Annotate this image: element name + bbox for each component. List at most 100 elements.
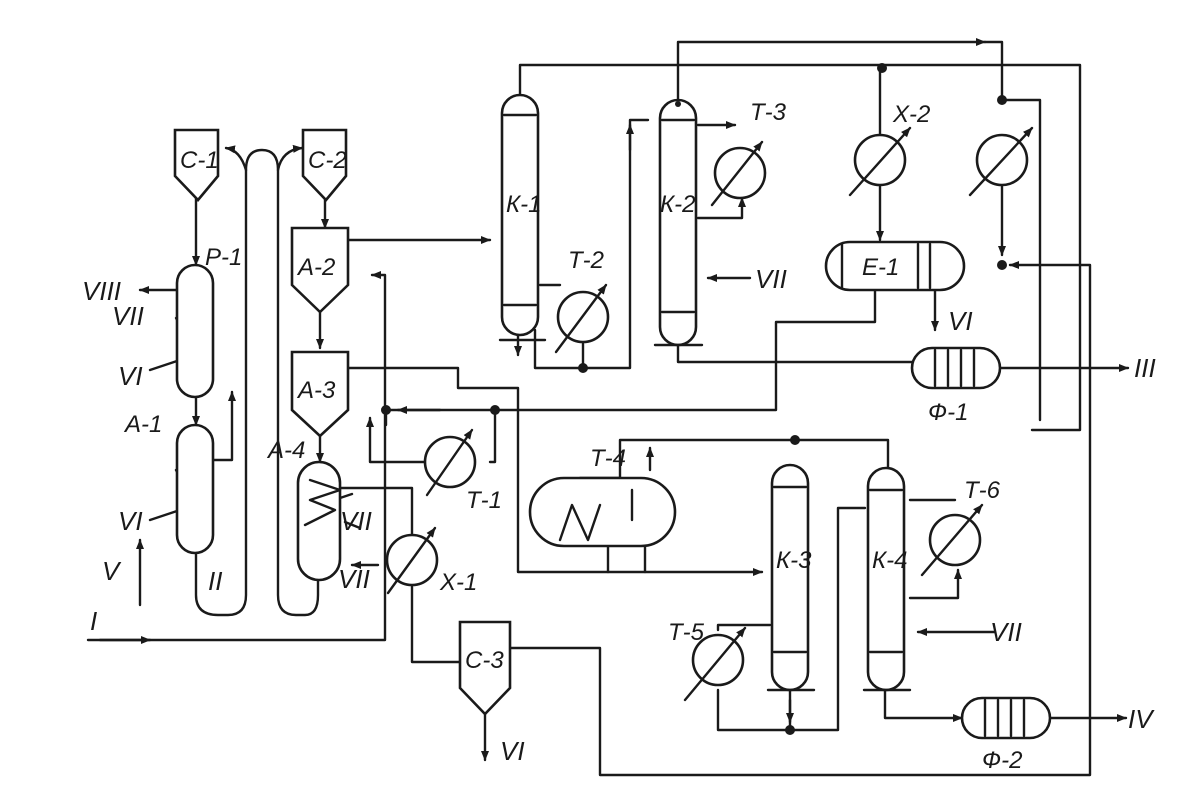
- junction-a3-return: [381, 405, 391, 415]
- adsorber-a1: [175, 423, 215, 555]
- heat-exchanger-t6: [920, 503, 984, 577]
- label-x1: Х-1: [439, 569, 477, 596]
- t4-overhead-line: [578, 438, 890, 480]
- label-p1: Р-1: [205, 244, 242, 271]
- stream-label-viii: VIII: [82, 276, 121, 306]
- stream-label-vi-p1: VI: [118, 361, 143, 391]
- t6-return: [908, 568, 962, 600]
- column-k3: [766, 463, 816, 692]
- stream-label-vii-k4: VII: [990, 617, 1022, 647]
- reactor-p1: [175, 263, 215, 399]
- separator-c2: [301, 128, 348, 202]
- stream-label-vi-c3: VI: [500, 736, 525, 766]
- stream-label-i: I: [90, 606, 97, 636]
- stream-label-vii-p1: VII: [112, 301, 144, 331]
- label-k3: К-3: [776, 547, 812, 574]
- k2-to-f1-line: [676, 343, 914, 364]
- label-f2: Ф-2: [982, 747, 1022, 774]
- t1-loop-line: [488, 408, 497, 464]
- t5-bottom-line: [716, 688, 792, 732]
- cooler-unlabeled: [968, 126, 1034, 197]
- a4-coil-end: [338, 492, 354, 500]
- furnace-t4: [528, 476, 677, 548]
- desorber-a4: [296, 460, 342, 582]
- labels: С-1 С-2 С-3 Р-1 А-1 А-2 А-3 А-4 К-1 К-2 …: [82, 99, 1156, 774]
- a4-coil: [303, 478, 342, 527]
- label-t3: Т-3: [750, 99, 787, 126]
- column-k4: [862, 466, 912, 692]
- transport-loop-ii: [194, 148, 320, 617]
- label-t6: Т-6: [964, 477, 1001, 504]
- stream-label-vi-a1: VI: [118, 506, 143, 536]
- loop-to-c1: [224, 145, 248, 172]
- x1-to-c3-line: [410, 583, 462, 664]
- label-k4: К-4: [872, 547, 907, 574]
- junction-e1: [997, 260, 1007, 270]
- stream-label-iv: IV: [1128, 704, 1155, 734]
- stream-label-vii-a4-lower: VII: [338, 564, 370, 594]
- label-t4: Т-4: [590, 445, 626, 472]
- loop-to-c2: [276, 144, 304, 172]
- k2-overhead-line: [676, 38, 987, 102]
- stream-label-vi-e1: VI: [948, 306, 973, 336]
- heat-exchanger-t2: [554, 283, 610, 354]
- stream-label-vii-k2: VII: [755, 264, 787, 294]
- junction-k3-top: [790, 435, 800, 445]
- heat-exchanger-t1: [423, 428, 477, 497]
- label-c3: С-3: [465, 647, 504, 674]
- heat-exchanger-t5: [683, 626, 747, 702]
- c3-to-e1-line: [508, 261, 1092, 777]
- a1-outlet-line: [210, 390, 236, 462]
- filter-f2: [960, 696, 1052, 740]
- a3-to-k3-line: [346, 366, 764, 576]
- k1-overhead-line: [518, 63, 1082, 432]
- separator-c3: [458, 620, 512, 716]
- k2-overhead-down: [983, 40, 1004, 102]
- label-a3: А-3: [296, 377, 336, 404]
- feed-line-i: [98, 271, 387, 642]
- heat-exchanger-t3: [710, 140, 767, 207]
- k4-overhead-link: [1000, 98, 1042, 422]
- label-c2: С-2: [308, 147, 347, 174]
- piping: [86, 38, 1130, 777]
- separator-c1: [173, 128, 220, 202]
- junction-x2: [877, 63, 887, 73]
- cooler-x2: [848, 126, 912, 197]
- receiver-e1: [824, 240, 966, 292]
- label-k2: К-2: [660, 191, 695, 218]
- label-a4: А-4: [266, 437, 305, 464]
- column-k1: [498, 93, 547, 342]
- stream-label-iii: III: [1134, 353, 1156, 383]
- label-c1: С-1: [180, 147, 219, 174]
- junction-cooler: [997, 95, 1007, 105]
- junction-k3-bottom: [785, 725, 795, 735]
- k2-to-t3: [696, 196, 746, 220]
- stream-label-vii-a4-upper: VII: [340, 506, 372, 536]
- equipment: [173, 63, 1052, 740]
- a4-to-x1-line: [338, 486, 414, 537]
- stream-label-v: V: [102, 556, 122, 586]
- label-t2: Т-2: [568, 247, 604, 274]
- label-a2: А-2: [296, 254, 335, 281]
- label-t5: Т-5: [668, 619, 705, 646]
- k4-to-f2: [883, 688, 964, 722]
- t5-top-line: [716, 623, 772, 632]
- filter-f1: [910, 346, 1002, 390]
- label-k1: К-1: [506, 191, 541, 218]
- a4-vii-stub: [343, 520, 362, 530]
- adsorber-a2: [290, 226, 350, 314]
- label-e1: Е-1: [862, 254, 899, 281]
- label-t1: Т-1: [466, 487, 502, 514]
- label-f1: Ф-1: [928, 399, 968, 426]
- junction-t2: [578, 363, 588, 373]
- label-a1: А-1: [123, 411, 162, 438]
- junction-t1: [490, 405, 500, 415]
- cooler-x1: [385, 526, 439, 595]
- t1-to-a3-line: [366, 416, 427, 464]
- adsorber-a3: [290, 350, 350, 438]
- stream-label-ii: II: [208, 566, 222, 596]
- column-k2: [653, 98, 704, 347]
- label-x2: Х-2: [892, 101, 930, 128]
- k1-k2-transfer: [533, 118, 650, 370]
